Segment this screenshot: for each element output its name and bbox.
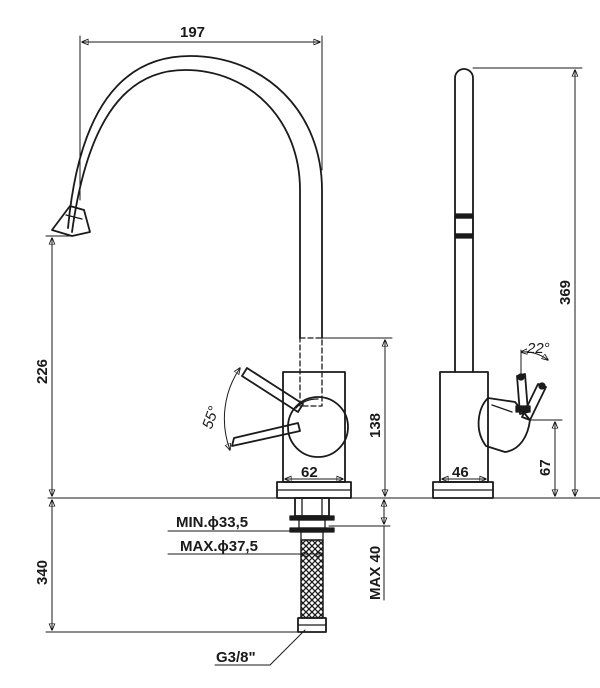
spout-outer-edge [71, 69, 301, 339]
tilt-angle-label: 22° [526, 340, 550, 357]
handle-hub [287, 396, 349, 458]
side-depth-label: 46 [452, 464, 469, 481]
hose-length-label: 340 [34, 560, 51, 585]
total-height-label: 369 [557, 280, 574, 305]
max-deck-label: MAX 40 [367, 546, 384, 600]
thread-leader [269, 629, 306, 666]
spout-height-label: 226 [34, 359, 51, 384]
shank-1 [298, 519, 326, 529]
shank-2 [300, 531, 324, 541]
thread-label: G3/8" [216, 649, 256, 666]
body-width-label: 62 [301, 464, 318, 481]
spout-inner-edge [67, 55, 323, 339]
swing-arc [223, 368, 240, 450]
side-handle-line [491, 404, 513, 413]
side-view: 22° 46 67 369 [432, 67, 583, 499]
tilt-arc [521, 352, 548, 360]
side-lever-height-label: 67 [537, 459, 554, 476]
swing-angle-label: 55° [199, 404, 223, 431]
side-handle-housing [477, 397, 531, 453]
aerator-line-2 [65, 214, 83, 220]
body-height-label: 138 [367, 413, 384, 438]
spout-aerator [51, 205, 91, 237]
front-view: 55° 197 226 138 62 [34, 24, 600, 666]
reach-label: 197 [180, 24, 205, 41]
side-aerator-ring [454, 217, 474, 235]
min-hole-label: MIN.ϕ33,5 [176, 514, 248, 531]
handle-hub-inner [295, 398, 319, 409]
mounting-nut [294, 497, 330, 517]
side-lever-joint [515, 405, 531, 413]
side-lever-tilted-cap [538, 382, 546, 390]
aerator-line-1 [69, 205, 85, 211]
lever-upper [241, 367, 304, 413]
max-hole-label: MAX.ϕ37,5 [180, 538, 258, 555]
braided-hose [300, 539, 324, 619]
side-spout [454, 68, 474, 373]
side-lever-cap [517, 373, 525, 381]
